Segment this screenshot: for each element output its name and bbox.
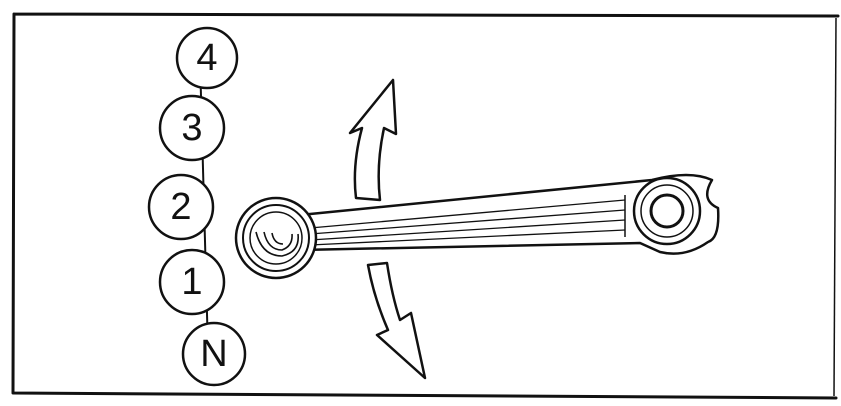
lever-pivot-inner: [242, 204, 310, 272]
gear-label-4: 4: [196, 37, 217, 79]
curved-arrow-up-icon: [348, 78, 398, 202]
curved-arrow-down-icon: [366, 261, 427, 380]
lever-end-ring-inner: [649, 193, 685, 229]
gear-position-N: N: [181, 321, 247, 387]
gear-label-N: N: [200, 333, 227, 375]
gear-label-3: 3: [181, 107, 202, 149]
lever-pivot-outer: [234, 196, 318, 280]
gear-position-1: 1: [158, 248, 226, 316]
frame-right-edge: [833, 17, 837, 397]
gear-position-4: 4: [175, 26, 239, 90]
gear-position-3: 3: [158, 94, 226, 162]
diagram-frame: [11, 12, 840, 400]
gear-label-2: 2: [170, 186, 191, 228]
gear-label-1: 1: [181, 261, 202, 303]
gear-position-2: 2: [147, 173, 215, 241]
lever-end-ring-middle: [640, 184, 694, 238]
shift-lever-icon: [234, 173, 720, 280]
lever-grooves: [309, 199, 626, 246]
